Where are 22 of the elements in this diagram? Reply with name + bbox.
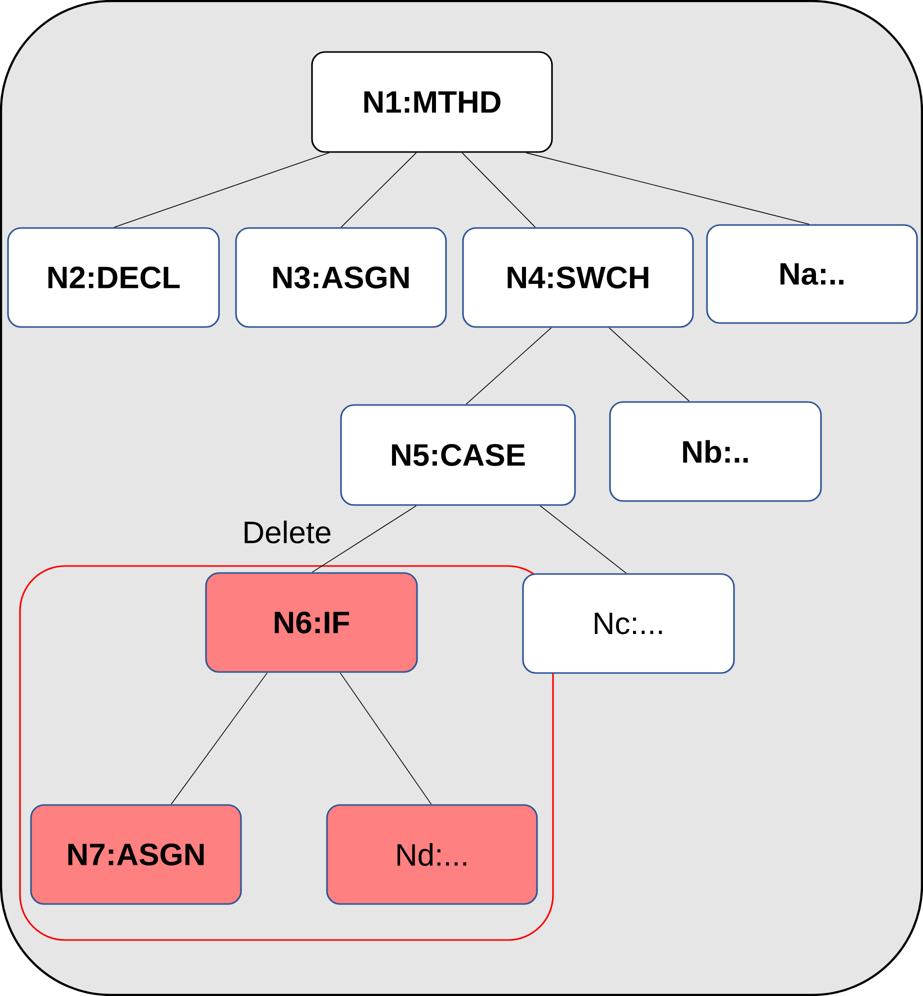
tree-node-box: N1:MTHD	[311, 51, 553, 153]
connector-line	[114, 152, 330, 228]
tree-node-box: N4:SWCH	[462, 227, 694, 328]
connector-line	[340, 672, 432, 805]
connector-line	[466, 327, 552, 405]
group-label: Delete	[244, 520, 330, 544]
connector-line	[340, 152, 417, 228]
tree-node-box: Na:..	[706, 224, 918, 324]
connector-line	[540, 505, 627, 574]
tree-node-box: N7:ASGN	[30, 804, 242, 905]
tree-node-box: N6:IF	[205, 572, 418, 673]
connector-line	[526, 152, 810, 225]
tree-node-box: N3:ASGN	[235, 227, 447, 328]
tree-node-box: Nd:...	[326, 804, 538, 905]
tree-node-box: N2:DECL	[7, 227, 220, 328]
connector-line	[608, 327, 690, 402]
connector-line	[462, 152, 536, 228]
tree-node-box: Nb:..	[609, 401, 822, 502]
tree-node-box: Nc:...	[522, 573, 735, 674]
connector-line	[170, 672, 268, 805]
tree-node-box: N5:CASE	[340, 404, 576, 506]
connector-line	[312, 505, 417, 573]
